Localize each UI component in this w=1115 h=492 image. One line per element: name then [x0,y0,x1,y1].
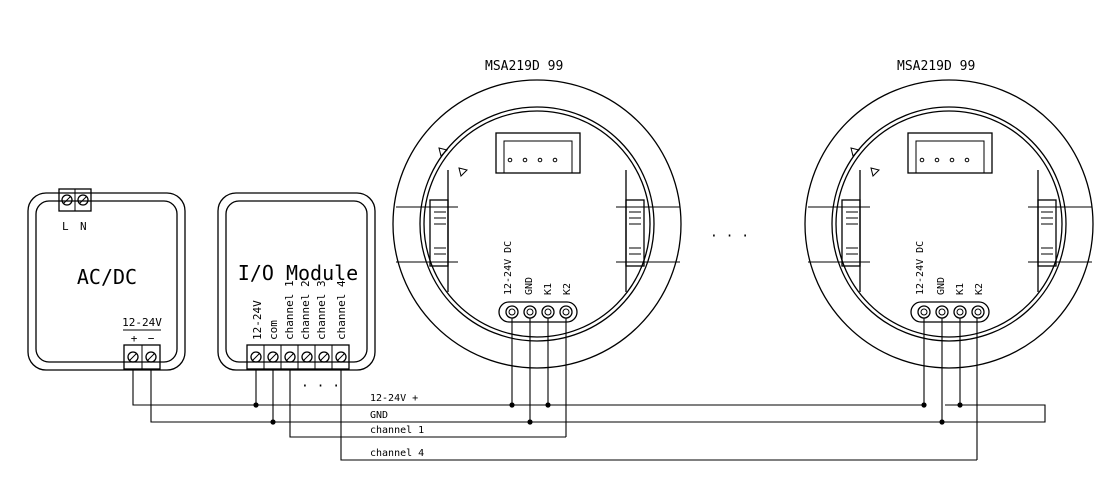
mains-l-label: L [62,220,69,233]
bus-label-12-24v: 12-24V + [370,393,418,404]
top-connector [907,132,993,174]
io-terminal-label: channel 1 [283,280,296,340]
top-connector [495,132,581,174]
sensor-model-label: MSA219D 99 [897,59,975,74]
sensor-2: MSA219D 99 12-24V DC GND K1 K2 [804,59,1094,369]
io-ellipsis: · · · [301,379,340,394]
screw-terminal-icon [127,351,139,363]
screw-terminal-icon [77,194,89,206]
sensor-terminal-label: 12-24V DC [915,241,926,295]
wiring: 12-24V + GND channel 1 channel 4 [132,318,1046,461]
sensor-1: MSA219D 99 12-24V [392,59,682,369]
sensor-model-label: MSA219D 99 [485,59,563,74]
sensor-terminal-label: K2 [974,283,985,295]
sensor-terminal-label: K1 [955,283,966,295]
arrow-icon [850,147,860,157]
sensor-terminal-label: GND [936,277,947,295]
right-clip [616,199,680,267]
acdc-title: AC/DC [77,265,137,289]
io-module: I/O Module 12-24V com channel 1 channel … [217,192,376,394]
sensor-terminal-block [498,301,578,323]
bus-channel4-wire [340,369,977,461]
arrow-icon [438,147,448,157]
between-sensors-ellipsis: · · · [710,229,749,244]
left-clip [396,199,458,267]
minus-label: − [148,332,155,345]
arrow-icon [458,167,468,177]
arrow-icon [870,167,880,177]
sensor-terminal-label: GND [524,277,535,295]
mains-n-label: N [80,220,87,233]
bus-label-channel4: channel 4 [370,448,424,459]
sensor-terminal-label: K1 [543,283,554,295]
acdc-output-label: 12-24V [122,316,162,329]
bus-channel1-wire [289,369,566,438]
plus-label: + [131,332,138,345]
io-terminal-label: channel 4 [335,280,348,340]
io-module-title: I/O Module [238,261,358,285]
right-clip [1028,199,1092,267]
io-terminal-screws [250,345,347,369]
io-terminal-label: 12-24V [251,300,264,340]
bus-label-channel1: channel 1 [370,425,424,436]
sensor-terminal-screws [505,305,573,319]
acdc-power-supply: L N AC/DC 12-24V + − [27,188,186,371]
sensor-terminal-block [910,301,990,323]
io-terminal-label: channel 2 [299,280,312,340]
io-terminal-label: channel 3 [315,280,328,340]
sensor-terminal-label: 12-24V DC [503,241,514,295]
screw-terminal-icon [145,351,157,363]
sensor-terminal-label: K2 [562,283,573,295]
io-terminal-label: com [267,320,280,340]
bus-12-24v-wire [132,369,924,406]
bus-label-gnd: GND [370,410,388,421]
left-clip [808,199,870,267]
sensor-terminal-screws [917,305,985,319]
bus-gnd-wire [150,369,1046,423]
screw-terminal-icon [61,194,73,206]
